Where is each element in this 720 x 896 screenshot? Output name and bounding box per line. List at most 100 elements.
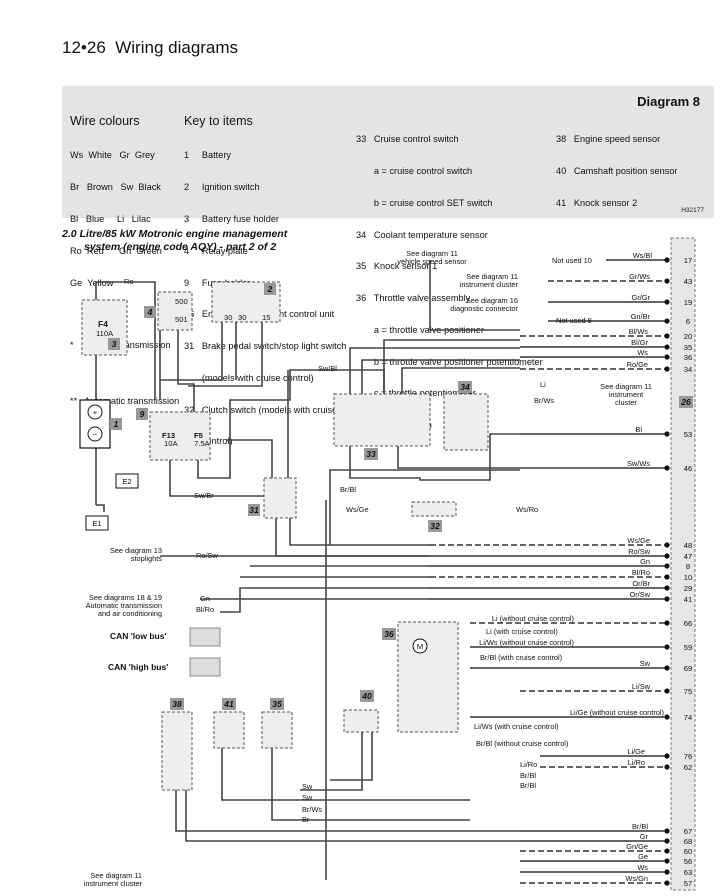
pin-wire-label: Gr/Gr (632, 293, 651, 302)
wires (95, 259, 666, 884)
pin-wire-label: Bl/Ws (629, 327, 649, 336)
pin-terminal (664, 764, 670, 770)
wire-label: Not used 10 (552, 256, 592, 265)
wire-label: Ws/Ro (516, 505, 538, 514)
key-item: (models with cruise control) (184, 372, 314, 383)
earth-label: E2 (122, 477, 131, 486)
fuse-holder-9 (149, 411, 211, 461)
can-high-connector (189, 657, 221, 677)
component-tag-34 (458, 381, 472, 393)
pin-terminal (664, 596, 670, 602)
pin-number: 67 (684, 827, 692, 836)
wire-label: Br/Bl (with cruise control) (480, 653, 562, 662)
wire-label: Sw (302, 782, 313, 791)
key-item: b = cruise control SET switch (356, 197, 493, 208)
pin-number: 53 (684, 430, 692, 439)
plus-glyph: + (93, 408, 98, 417)
pin-wire-label: Li/Ro (628, 758, 645, 767)
wire-label: Bl/Ro (196, 605, 214, 614)
key-item: 2 Ignition switch (184, 182, 260, 193)
relay-terminal: 501 (175, 315, 188, 324)
pin-terminal (664, 858, 670, 864)
pin-number: 47 (684, 552, 692, 561)
diagram-title: Diagram 8 (637, 94, 700, 109)
ref-text: instrument cluster (460, 280, 519, 289)
wire (330, 732, 373, 781)
knock-sensor-1 (261, 711, 293, 749)
key-item: 3 Battery fuse holder (184, 213, 279, 224)
pin-wire-label: Li/Ge (without cruise control) (570, 708, 664, 717)
relay-terminal: 500 (175, 297, 188, 306)
wire (275, 518, 430, 557)
throttle-valve-assembly (397, 621, 459, 733)
wire-label: Li (with cruise control) (486, 627, 558, 636)
wire (397, 446, 600, 469)
minus-glyph: − (93, 430, 98, 439)
battery-plus-icon (87, 404, 103, 420)
component-tag-38 (170, 698, 184, 710)
component-label-2: 2 (267, 284, 273, 294)
cruise-control-switch (333, 393, 431, 447)
component-label-41: 41 (223, 699, 234, 709)
ref-text: See diagram 11 (466, 272, 518, 281)
component-tag-32 (428, 520, 442, 532)
wire-label: Br/Bl (520, 771, 536, 780)
component-tag-40 (360, 690, 374, 702)
pin-number: 29 (684, 584, 692, 593)
wire-label: Br/Bl (without cruise control) (476, 739, 568, 748)
camshaft-position-sensor (343, 709, 379, 733)
fuse-f4-rating: 110A (96, 329, 114, 338)
pin-terminal (664, 753, 670, 759)
component-label-32: 32 (430, 521, 440, 531)
brake-switch (263, 477, 297, 519)
key-item: 35 Knock sensor 1 (356, 261, 438, 272)
component-tag-33 (364, 448, 378, 460)
key-item: control) (201, 436, 233, 447)
wire (177, 330, 195, 412)
wire-label: Sw (302, 793, 313, 802)
pin-terminal (664, 838, 670, 844)
pin-wire-label: Li/Ge (627, 747, 645, 756)
key-item: 32 Clutch switch (models with cruise (184, 404, 338, 415)
pin-number: 68 (684, 837, 692, 846)
ref-text: cluster (615, 398, 637, 407)
pin-wire-label: Gn (640, 557, 650, 566)
pin-terminal (664, 574, 670, 580)
pin-wire-label: Bl (635, 425, 642, 434)
wire (169, 460, 268, 497)
coolant-temperature-sensor (443, 393, 489, 451)
pin-terminal (664, 869, 670, 875)
component-label-40: 40 (361, 691, 372, 701)
wire-label: Sw/Bl (318, 364, 337, 373)
pin-terminal (664, 553, 670, 559)
pin-wire-label: Bl/Ro (632, 568, 650, 577)
relay-plate (157, 291, 193, 331)
pin-terminal (664, 644, 670, 650)
wire (401, 367, 520, 394)
pin-wire-label: Ws (637, 348, 648, 357)
key-panel: Wire colours Ws White Gr Grey Br Brown S… (62, 86, 714, 446)
items-col3: 38 Engine speed sensor 40 Camshaft posit… (556, 113, 678, 230)
wire-label: Not used 8 (556, 316, 592, 325)
key-item: 33 Cruise control switch (356, 134, 459, 145)
subtitle-line: 2.0 Litre/85 kW Motronic engine manageme… (62, 228, 288, 240)
component-label-33: 33 (366, 449, 376, 459)
ref-text: Automatic transmission (86, 601, 162, 610)
pin-number: 76 (684, 752, 692, 761)
engine-speed-sensor (161, 711, 193, 791)
fuse-f13-rating: 10A (164, 439, 178, 448)
wire (226, 439, 273, 478)
fuse-f5-rating: 7.5A (194, 439, 211, 448)
key-item: 1 Battery (184, 150, 231, 161)
component-tag-3 (108, 338, 120, 350)
pin-number: 20 (684, 332, 692, 341)
wire (160, 322, 223, 381)
items-title: Key to items (184, 114, 253, 129)
pin-number: 60 (684, 847, 692, 856)
pin-terminal (664, 333, 670, 339)
ref-text: See diagram 16 (466, 296, 518, 305)
pin-wire-label: Gr (640, 832, 649, 841)
component-tag-35 (270, 698, 284, 710)
pin-wire-label: Ws/Bl (633, 251, 653, 260)
